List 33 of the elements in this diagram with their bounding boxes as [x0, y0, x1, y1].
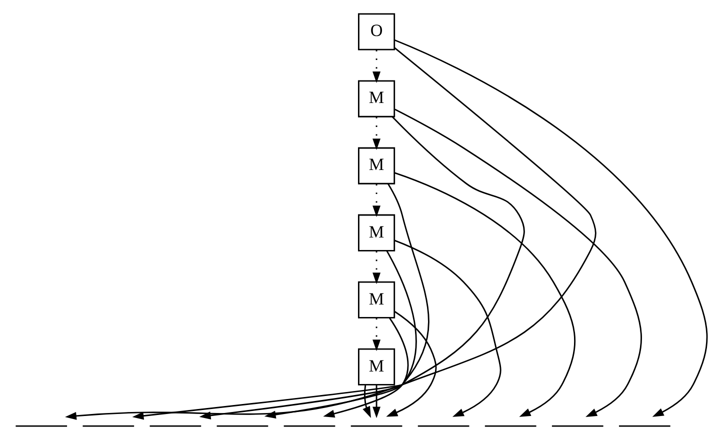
arrow [372, 318, 380, 352]
arrow [386, 311, 436, 417]
node-bracket [283, 425, 335, 427]
node-box: M [357, 214, 395, 252]
node-bracket [551, 425, 603, 427]
arrow [64, 47, 596, 420]
arrow [372, 251, 380, 284]
arrow [394, 240, 501, 417]
arrow [322, 318, 408, 418]
node-box: M [357, 348, 395, 386]
arrow [394, 39, 708, 417]
arrow [372, 184, 380, 218]
node-box: O [357, 13, 395, 50]
node-bracket [350, 425, 402, 427]
arrow [362, 385, 370, 418]
node-bracket [15, 425, 67, 427]
node-bracket [149, 425, 201, 427]
arrow [198, 183, 429, 420]
arrow [394, 108, 642, 417]
node-bracket [82, 425, 134, 427]
arrow [372, 385, 380, 418]
node-box: M [357, 147, 395, 184]
arrow [132, 116, 524, 420]
arrow [372, 117, 380, 150]
arrow [394, 172, 575, 417]
arrow [372, 50, 380, 83]
node-box: M [357, 281, 395, 318]
node-bracket [484, 425, 536, 427]
node-bracket [216, 425, 268, 427]
arrow [264, 250, 416, 419]
node-bracket [618, 425, 670, 427]
node-bracket [417, 425, 469, 427]
node-box: M [357, 80, 395, 118]
